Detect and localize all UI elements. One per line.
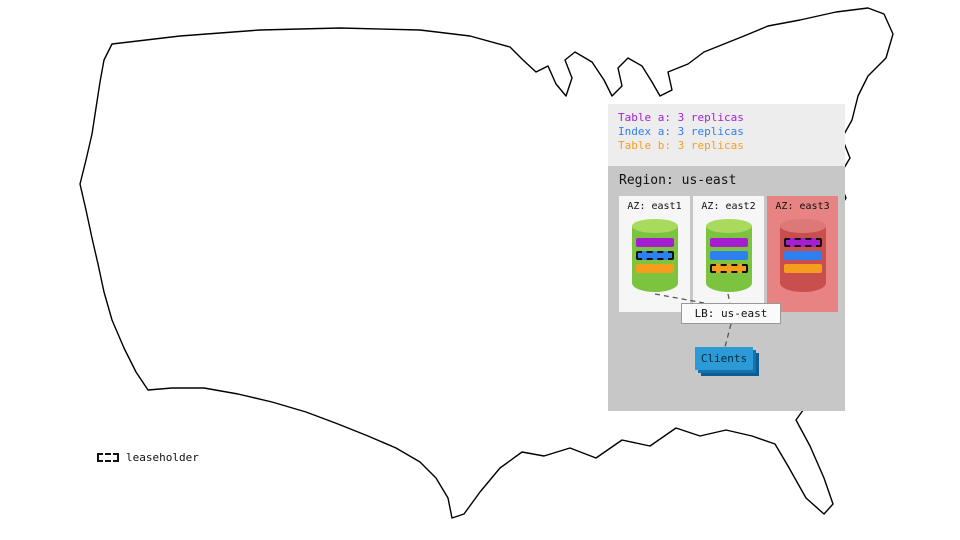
table-b-replica-bar-leaseholder [709, 264, 748, 273]
az-east3-failed: AZ: east3 [767, 196, 838, 312]
leaseholder-legend: leaseholder [97, 451, 199, 464]
load-balancer: LB: us-east [681, 303, 781, 324]
az-east2-label: AZ: east2 [701, 201, 756, 212]
table-a-replica-bar-leaseholder [783, 238, 822, 247]
database-cylinder-failed [779, 219, 826, 295]
region-us-east: Region: us-east AZ: east1 AZ: east2 [608, 166, 845, 411]
index-a-replica-bar [783, 251, 822, 260]
table-b-replica-bar [635, 264, 674, 273]
cylinder-top [705, 219, 752, 233]
table-a-replica-bar [709, 238, 748, 247]
az-east3-label: AZ: east3 [775, 201, 830, 212]
index-a-replica-bar [709, 251, 748, 260]
table-b-replica-bar [783, 264, 822, 273]
legend-index-a: Index a: 3 replicas [618, 125, 744, 138]
az-east2: AZ: east2 [693, 196, 764, 312]
database-cylinder [705, 219, 752, 295]
replica-legend: Table a: 3 replicas Index a: 3 replicas … [608, 104, 845, 166]
index-a-replica-bar-leaseholder [635, 251, 674, 260]
cylinder-top [631, 219, 678, 233]
clients-box: Clients [695, 347, 753, 370]
cylinder-top [779, 219, 826, 233]
leaseholder-legend-label: leaseholder [126, 451, 199, 464]
table-a-replica-bar [635, 238, 674, 247]
database-cylinder [631, 219, 678, 295]
az-east1-label: AZ: east1 [627, 201, 682, 212]
region-title: Region: us-east [619, 173, 737, 188]
legend-table-a: Table a: 3 replicas [618, 111, 744, 124]
legend-table-b: Table b: 3 replicas [618, 139, 744, 152]
az-east1: AZ: east1 [619, 196, 690, 312]
leaseholder-swatch-icon [97, 453, 119, 462]
